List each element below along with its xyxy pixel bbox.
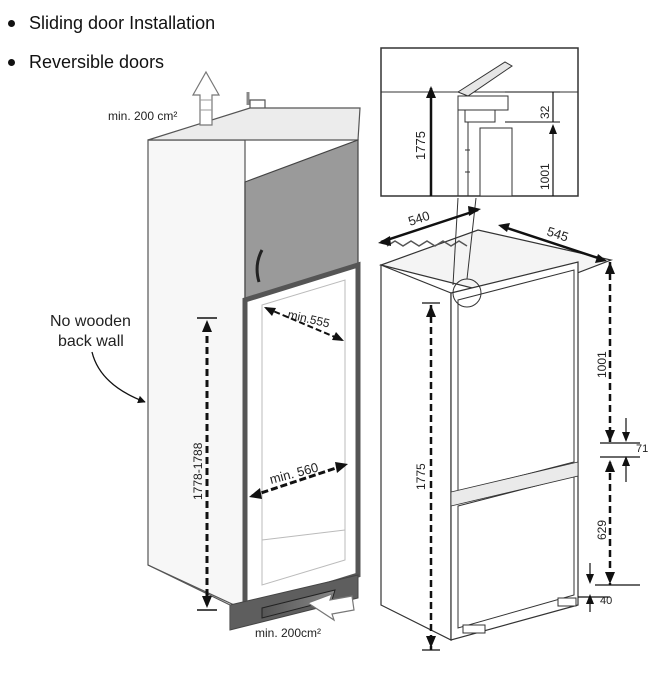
niche-cabinet: min. 200 cm² min. 200cm² No wooden back …	[50, 70, 361, 640]
bullet-dot	[8, 59, 15, 66]
vent-top-label: min. 200 cm²	[108, 109, 177, 123]
fridge-foot-left	[462, 624, 486, 634]
feature-item: Reversible doors	[8, 43, 215, 82]
niche-width-top-arrow-left	[264, 307, 276, 316]
fridge-depth-dimension	[500, 224, 605, 262]
feature-list: Sliding door Installation Reversible doo…	[8, 4, 215, 82]
cabinet-top	[147, 107, 361, 141]
fridge-width-label: 540	[406, 208, 431, 229]
cabinet-side-panel	[147, 139, 246, 611]
hinge-block	[457, 95, 509, 111]
detail-height-arrow	[426, 86, 436, 98]
feature-label: Sliding door Installation	[29, 13, 216, 33]
fridge-base-label: 40	[600, 595, 612, 607]
hinge-plate	[464, 109, 496, 123]
niche-height-label: 1778-1788	[191, 442, 205, 500]
niche-height-arrow-top	[202, 320, 212, 332]
fridge-upper-label: 1001	[595, 351, 609, 378]
fridge-top-ridge	[386, 240, 468, 247]
vent-in-arrow	[306, 592, 355, 622]
niche-height-arrow-bottom	[202, 596, 212, 608]
fridge-gap-label: 71	[636, 443, 648, 455]
fridge-upper-door	[457, 269, 575, 493]
feature-label: Reversible doors	[29, 52, 165, 72]
bullet-dot	[8, 20, 15, 27]
niche-floor-line	[261, 529, 346, 541]
niche-width-top-dimension	[265, 307, 343, 341]
fridge-door-gap	[450, 461, 579, 507]
fridge-foot-right	[557, 597, 577, 607]
fridge-width-dimension	[380, 208, 479, 244]
hinge-detail-inset: 1775 32 1001	[380, 47, 579, 197]
fridge-side	[380, 264, 452, 641]
fridge-height-label: 1775	[414, 463, 428, 490]
niche-back-wall	[261, 279, 346, 586]
vent-bottom-label: min. 200cm²	[255, 626, 321, 640]
niche-width-mid-arrow-left	[249, 488, 262, 499]
cabinet-top-notch	[249, 99, 266, 108]
back-wall-note-line1: No wooden	[50, 313, 131, 330]
plinth-side-edge	[147, 564, 231, 630]
door-handle	[255, 249, 264, 283]
niche-width-mid-dimension	[251, 463, 346, 498]
detail-height-label: 1775	[413, 131, 428, 160]
back-wall-note-line2: back wall	[58, 333, 124, 350]
niche-width-mid-arrow-right	[335, 462, 348, 473]
niche-width-top-arrow-right	[332, 332, 344, 341]
fridge-lower-label: 629	[595, 520, 609, 540]
detail-upper-label: 1001	[538, 163, 552, 190]
hinge-lever	[456, 61, 513, 97]
back-wall-pointer	[91, 351, 146, 404]
built-in-fridge: 540 545 1775 1001 71 629	[378, 197, 648, 651]
feature-item: Sliding door Installation	[8, 4, 215, 43]
fridge-depth-label: 545	[545, 224, 570, 245]
detail-fridge-body	[479, 127, 513, 197]
detail-gap-label: 32	[538, 105, 552, 119]
vent-up-arrow	[191, 70, 250, 126]
